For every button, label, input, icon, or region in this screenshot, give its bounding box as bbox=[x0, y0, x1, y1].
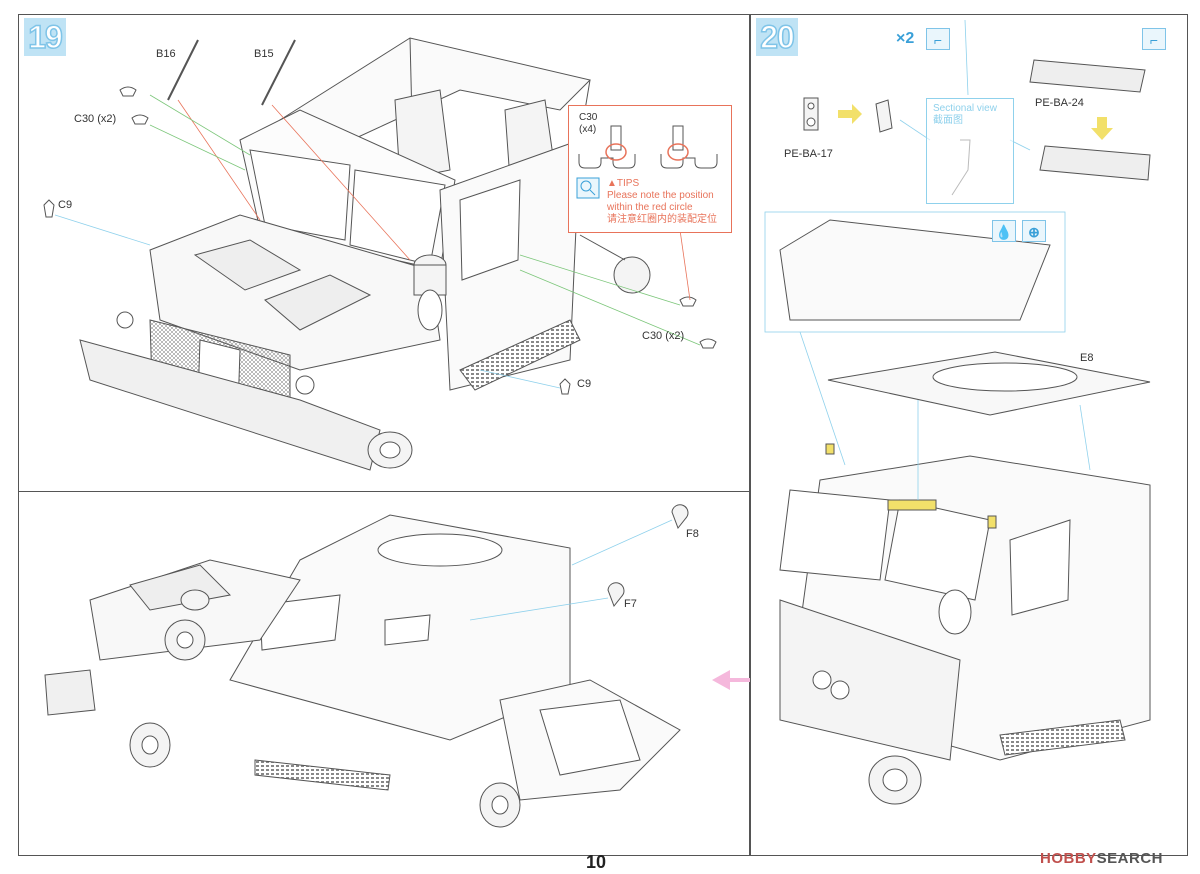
bend-icon: ⌐ bbox=[926, 28, 950, 50]
step20-parts bbox=[779, 59, 1151, 805]
step-19-badge: 19 bbox=[24, 18, 66, 56]
label-c30-top: C30 (x2) bbox=[74, 113, 117, 125]
label-f7: F7 bbox=[624, 598, 637, 610]
sectional-view-zh: 截面图 bbox=[933, 115, 963, 126]
step19-guides bbox=[54, 94, 701, 389]
label-b15: B15 bbox=[254, 48, 274, 60]
step-21-panel bbox=[18, 492, 750, 856]
glue-icon: 💧 bbox=[992, 220, 1016, 242]
label-c30-right: C30 (x2) bbox=[642, 330, 685, 342]
watermark-rest: SEARCH bbox=[1096, 850, 1164, 867]
tips-part: C30 (x4) bbox=[579, 112, 598, 135]
tips-callout: C30 (x4) ▲TIPS Please note the position … bbox=[568, 105, 732, 233]
sectional-view-en: Sectional view bbox=[933, 103, 997, 114]
zoom-icon bbox=[576, 177, 600, 199]
bend-icon-2: ⌐ bbox=[1142, 28, 1166, 50]
sectional-view-box: Sectional view 截面图 bbox=[926, 98, 1014, 204]
step20-guides bbox=[764, 19, 1091, 500]
step19-vehicle bbox=[43, 37, 717, 471]
label-f8: F8 bbox=[686, 528, 699, 540]
label-e8: E8 bbox=[1080, 352, 1094, 364]
label-pe-ba-17: PE-BA-17 bbox=[784, 148, 833, 160]
quantity-multiplier: ×2 bbox=[896, 30, 915, 47]
zoom-icon-detail: ⊕ bbox=[1022, 220, 1046, 242]
label-b16: B16 bbox=[156, 48, 176, 60]
tips-diagram bbox=[576, 125, 718, 199]
watermark-brand: HOBBY bbox=[1040, 850, 1097, 867]
step-20-panel bbox=[750, 14, 1188, 856]
page-number: 10 bbox=[586, 852, 607, 872]
step21-vehicle bbox=[44, 504, 689, 828]
step21-guides bbox=[469, 519, 673, 621]
watermark: HOBBYSEARCH bbox=[1040, 850, 1163, 867]
sequence-arrow bbox=[712, 670, 750, 690]
step-19-panel bbox=[18, 14, 750, 492]
step-20-badge: 20 bbox=[756, 18, 798, 56]
label-c9-bottom: C9 bbox=[577, 378, 592, 390]
label-pe-ba-24: PE-BA-24 bbox=[1035, 97, 1084, 109]
tips-text: ▲TIPS Please note the position within th… bbox=[607, 178, 717, 225]
label-c9-left: C9 bbox=[58, 199, 73, 211]
